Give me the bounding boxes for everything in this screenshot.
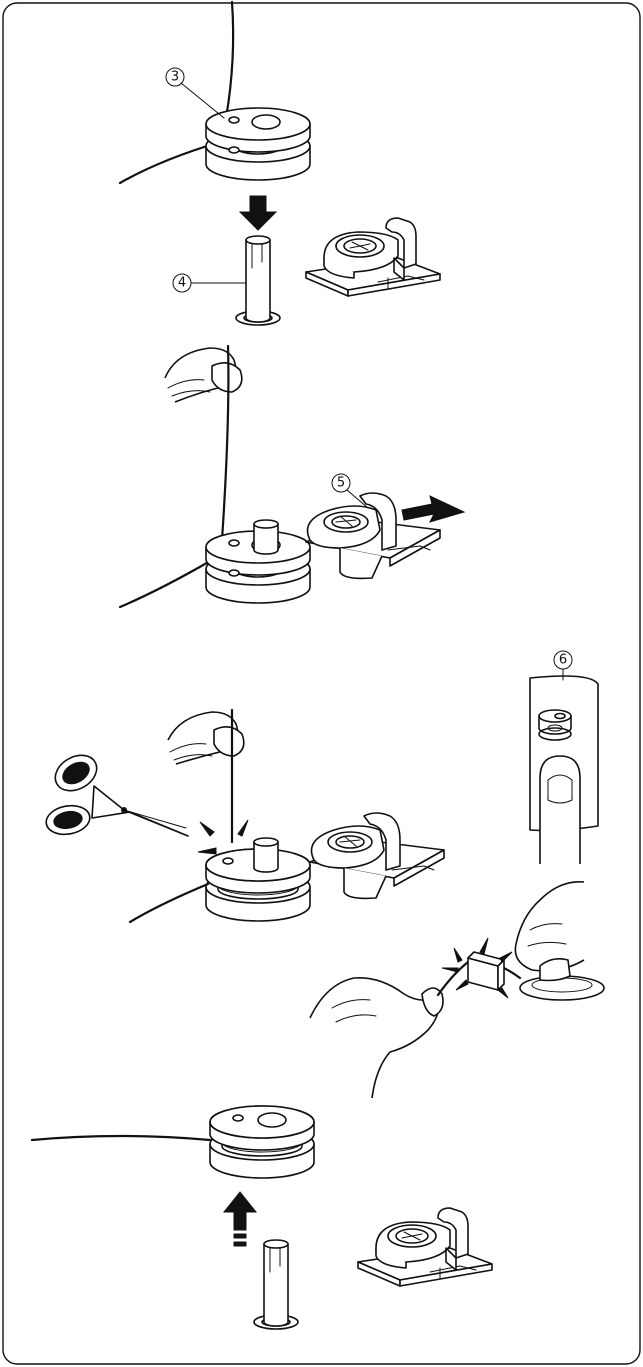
thread-cutter-step: [310, 882, 604, 1098]
stopper-icon: [358, 1208, 492, 1286]
stopper-icon: [310, 813, 444, 898]
svg-text:4: 4: [178, 276, 186, 291]
hand-icon: [310, 978, 443, 1098]
thread-cutter-icon: [468, 952, 504, 990]
step-remove-bobbin: [32, 1106, 492, 1329]
bobbin-hole: [223, 858, 233, 864]
thread-tail: [130, 884, 208, 922]
hand-icon: [165, 348, 242, 402]
bobbin-winding-button-icon: 6: [530, 651, 598, 864]
thread-top: [226, 2, 233, 118]
arrow-up-icon: [224, 1192, 256, 1246]
thread-tail: [120, 560, 212, 607]
finger-icon: [540, 756, 580, 864]
arrow-left-icon: [402, 496, 464, 522]
step-push-stopper: 5: [120, 346, 464, 607]
spindle-icon: [254, 1240, 298, 1329]
svg-text:6: 6: [559, 653, 567, 668]
svg-text:5: 5: [337, 476, 345, 491]
callout-3: 3: [166, 68, 224, 118]
spindle-top-icon: [254, 838, 278, 872]
step-trim-thread: [44, 710, 444, 922]
spindle-icon: [236, 236, 280, 325]
arrow-down-icon: [240, 196, 276, 230]
thread-tail: [120, 142, 220, 183]
hand-icon: [515, 882, 584, 971]
callout-4: 4: [173, 274, 246, 292]
bobbin-icon: [206, 108, 310, 180]
svg-text:3: 3: [171, 70, 179, 85]
bobbin-hole: [233, 1115, 243, 1121]
thread-tail: [32, 1136, 210, 1140]
stopper-icon: [306, 493, 440, 578]
bobbin-center-hole: [258, 1113, 286, 1127]
step-place-bobbin-on-spindle: 3 4: [120, 2, 440, 325]
spindle-top-icon: [254, 520, 278, 554]
scissors-icon: [44, 748, 188, 837]
cut-marks: [198, 820, 248, 854]
stopper-icon: [306, 218, 440, 296]
callout-5: 5: [332, 474, 368, 508]
